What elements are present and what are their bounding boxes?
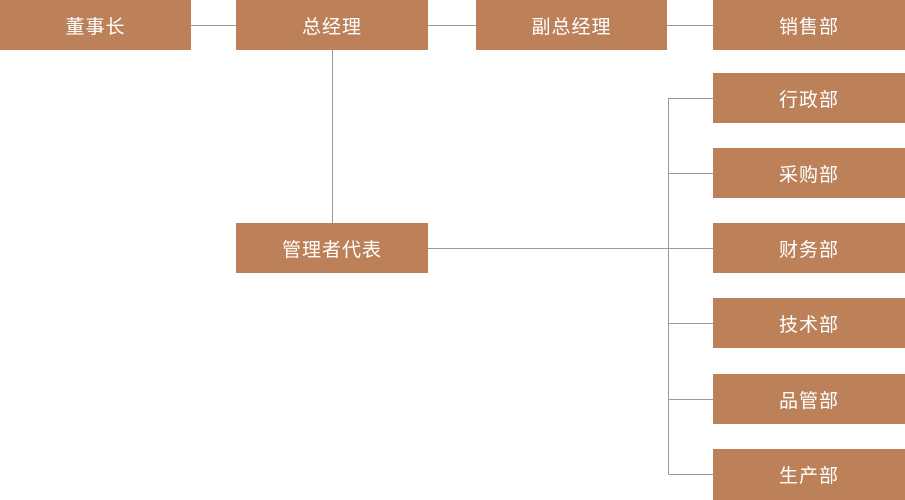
node-production-department: 生产部 <box>713 449 905 500</box>
node-label: 生产部 <box>778 465 839 487</box>
node-technical-department: 技术部 <box>713 298 905 348</box>
node-label: 采购部 <box>778 163 839 186</box>
node-label: 管理者代表 <box>281 238 382 261</box>
node-deputy-general-manager: 副总经理 <box>476 0 667 50</box>
node-label: 行政部 <box>778 88 839 111</box>
node-chairman: 董事长 <box>0 0 191 50</box>
node-quality-department: 品管部 <box>713 374 905 424</box>
node-management-representative: 管理者代表 <box>236 223 428 273</box>
node-sales-department: 销售部 <box>713 0 905 50</box>
node-purchasing-department: 采购部 <box>713 148 905 198</box>
node-label: 副总经理 <box>531 15 612 38</box>
node-label: 财务部 <box>778 238 839 261</box>
node-general-manager: 总经理 <box>236 0 428 50</box>
node-label: 董事长 <box>65 15 126 38</box>
department-list: 行政部 采购部 财务部 技术部 品管部 生产部 <box>713 0 905 500</box>
node-label: 销售部 <box>778 15 839 38</box>
node-finance-department: 财务部 <box>713 223 905 273</box>
node-label: 品管部 <box>778 389 839 412</box>
node-label: 技术部 <box>778 313 839 336</box>
node-label: 总经理 <box>301 15 362 38</box>
node-admin-department: 行政部 <box>713 73 905 123</box>
